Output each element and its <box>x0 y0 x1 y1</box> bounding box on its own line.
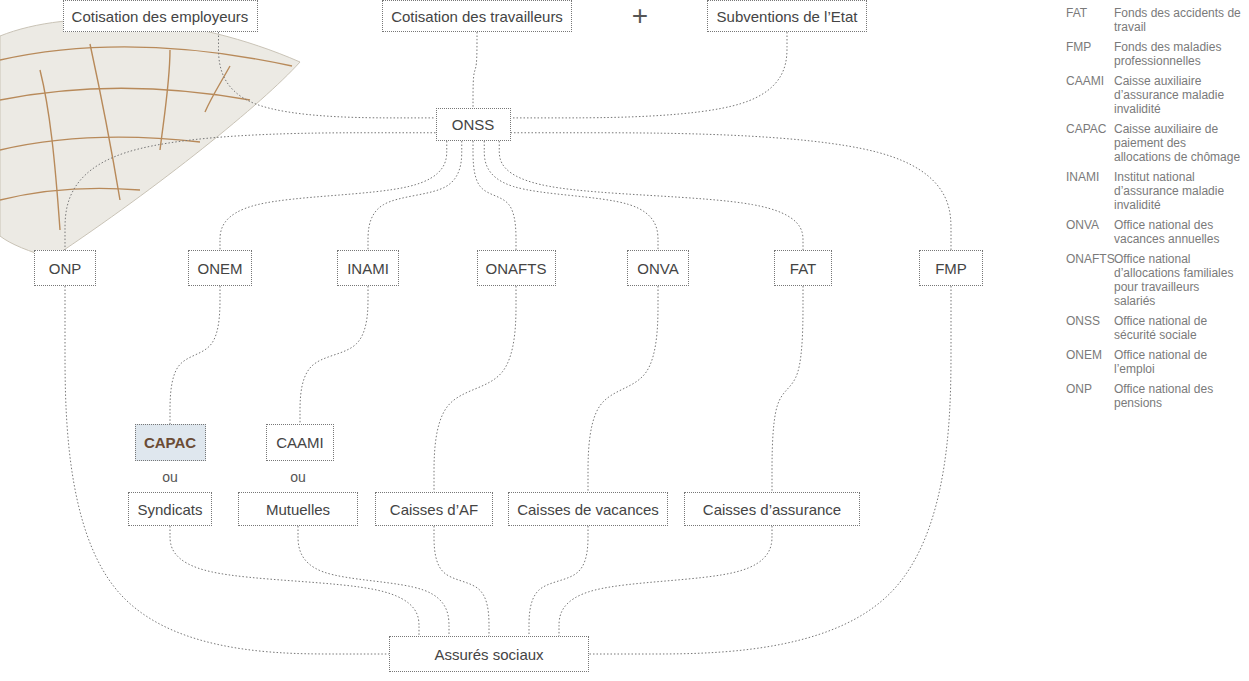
abbreviation-row: ONPOffice national des pensions <box>1066 382 1244 410</box>
dotted-connector <box>170 286 220 424</box>
dotted-connector <box>65 286 389 654</box>
box-label: Mutuelles <box>266 501 330 518</box>
abbreviation-meaning: Caisse auxiliaire de paiement des alloca… <box>1114 122 1242 164</box>
process-box: ONP <box>34 250 96 286</box>
abbreviation: CAPAC <box>1066 122 1114 164</box>
process-box: Subventions de l’Etat <box>707 0 867 32</box>
dotted-connector <box>170 526 419 636</box>
box-label: CAPAC <box>144 434 196 451</box>
dotted-connector <box>298 526 449 636</box>
process-box: Caisses d’AF <box>375 492 493 526</box>
abbreviation: ONVA <box>1066 218 1114 246</box>
dotted-connector <box>511 32 788 118</box>
abbreviation-row: ONEMOffice national de l’emploi <box>1066 348 1244 376</box>
dotted-connector <box>219 32 436 118</box>
abbreviation-meaning: Office national de l’emploi <box>1114 348 1242 376</box>
box-label: Assurés sociaux <box>434 646 543 663</box>
wing-veins <box>0 44 292 230</box>
dotted-connector <box>434 526 489 636</box>
process-box: Caisses de vacances <box>508 492 668 526</box>
box-label: ONVA <box>637 260 678 277</box>
box-label: Cotisation des employeurs <box>72 8 249 25</box>
dotted-connector <box>499 141 803 250</box>
box-label: ONEM <box>198 260 243 277</box>
process-box: CAAMI <box>266 424 334 461</box>
box-label: ONSS <box>452 116 495 133</box>
abbreviation-meaning: Office national d’allocations familiales… <box>1114 252 1242 308</box>
process-box: Cotisation des employeurs <box>63 0 258 32</box>
dotted-connector <box>65 133 436 250</box>
box-label: Caisses d’assurance <box>703 501 841 518</box>
process-box: Syndicats <box>128 492 212 526</box>
dotted-connector <box>300 286 368 424</box>
abbreviation-row: FATFonds des accidents de travail <box>1066 6 1244 34</box>
abbreviation-list: FATFonds des accidents de travailFMPFond… <box>1066 6 1244 416</box>
abbreviation: ONAFTS <box>1066 252 1114 308</box>
alternative-word: ou <box>162 469 178 485</box>
abbreviation-meaning: Institut national d’assurance maladie in… <box>1114 170 1242 212</box>
box-label: Syndicats <box>137 501 202 518</box>
dotted-connector <box>529 526 588 636</box>
plus-sign: + <box>632 0 648 32</box>
dotted-connector <box>473 141 516 250</box>
abbreviation: FAT <box>1066 6 1114 34</box>
box-label: Caisses d’AF <box>390 501 478 518</box>
process-box: ONEM <box>188 250 252 286</box>
process-box: FMP <box>919 250 983 286</box>
process-box: ONSS <box>436 108 511 141</box>
abbreviation-meaning: Office national des vacances annuelles <box>1114 218 1242 246</box>
abbreviation-meaning: Caisse auxiliaire d’assurance maladie in… <box>1114 74 1242 116</box>
abbreviation: FMP <box>1066 40 1114 68</box>
abbreviation: INAMI <box>1066 170 1114 212</box>
dotted-connector <box>511 133 952 250</box>
abbreviation-row: CAAMICaisse auxiliaire d’assurance malad… <box>1066 74 1244 116</box>
highlighted-box: CAPAC <box>135 424 206 461</box>
abbreviation: CAAMI <box>1066 74 1114 116</box>
abbreviation-row: ONVAOffice national des vacances annuell… <box>1066 218 1244 246</box>
abbreviation-meaning: Office national de sécurité sociale <box>1114 314 1242 342</box>
abbreviation: ONP <box>1066 382 1114 410</box>
alternative-word: ou <box>290 469 306 485</box>
dotted-connector <box>559 526 772 636</box>
process-box: FAT <box>774 250 832 286</box>
dotted-connector <box>588 286 658 492</box>
dotted-connector <box>589 286 951 654</box>
abbreviation: ONSS <box>1066 314 1114 342</box>
box-label: CAAMI <box>276 434 324 451</box>
box-label: ONP <box>49 260 82 277</box>
box-label: INAMI <box>347 260 389 277</box>
process-box: Mutuelles <box>238 492 358 526</box>
box-label: Caisses de vacances <box>517 501 659 518</box>
box-label: Cotisation des travailleurs <box>391 8 563 25</box>
box-label: ONAFTS <box>486 260 547 277</box>
dotted-connector <box>434 286 516 492</box>
dotted-connector <box>368 141 462 250</box>
abbreviation-row: INAMIInstitut national d’assurance malad… <box>1066 170 1244 212</box>
process-box: Cotisation des travailleurs <box>382 0 572 32</box>
abbreviation-row: ONAFTSOffice national d’allocations fami… <box>1066 252 1244 308</box>
process-box: Caisses d’assurance <box>684 492 860 526</box>
wing-membrane <box>0 19 300 258</box>
abbreviation-row: ONSSOffice national de sécurité sociale <box>1066 314 1244 342</box>
box-label: FMP <box>935 260 967 277</box>
abbreviation: ONEM <box>1066 348 1114 376</box>
box-label: FAT <box>790 260 816 277</box>
abbreviation-meaning: Fonds des maladies professionnelles <box>1114 40 1242 68</box>
abbreviation-row: CAPACCaisse auxiliaire de paiement des a… <box>1066 122 1244 164</box>
dotted-connector <box>484 141 658 250</box>
process-box: ONAFTS <box>477 250 556 286</box>
dotted-connector <box>473 32 477 108</box>
process-box: Assurés sociaux <box>389 636 589 672</box>
abbreviation-meaning: Office national des pensions <box>1114 382 1242 410</box>
box-label: Subventions de l’Etat <box>717 8 858 25</box>
process-box: INAMI <box>337 250 399 286</box>
dotted-connector <box>772 286 803 492</box>
abbreviation-meaning: Fonds des accidents de travail <box>1114 6 1242 34</box>
process-box: ONVA <box>627 250 689 286</box>
abbreviation-row: FMPFonds des maladies professionnelles <box>1066 40 1244 68</box>
